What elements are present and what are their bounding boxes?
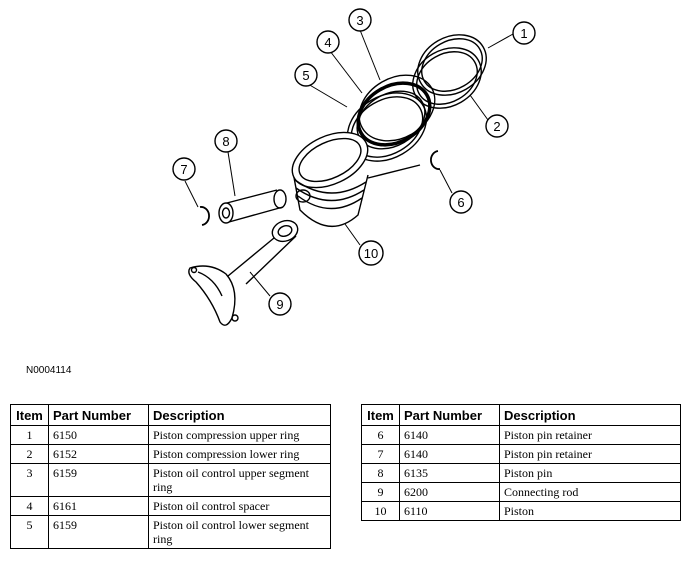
cell-item: 6 [361, 425, 400, 445]
cell-item: 9 [361, 482, 400, 502]
exploded-piston-diagram: 1 2 3 4 5 6 7 8 9 10 [172, 8, 536, 326]
svg-text:6: 6 [457, 195, 464, 210]
cell-item: 5 [10, 515, 49, 549]
leader-lines [184, 29, 514, 297]
table-row: 10 6110 Piston [361, 501, 681, 521]
cell-part-number: 6200 [399, 482, 500, 502]
table-header-row: Item Part Number Description [10, 404, 331, 426]
figure-code: N0004114 [26, 365, 72, 376]
table-row: 1 6150 Piston compression upper ring [10, 425, 331, 445]
callout-8: 8 [214, 129, 238, 153]
cell-item: 8 [361, 463, 400, 483]
pin-retainer-right [430, 150, 441, 170]
callout-4: 4 [316, 30, 340, 54]
cell-part-number: 6140 [399, 444, 500, 464]
callout-2: 2 [485, 114, 509, 138]
cell-item: 1 [10, 425, 49, 445]
table-row: 4 6161 Piston oil control spacer [10, 496, 331, 516]
svg-text:3: 3 [356, 13, 363, 28]
table-row: 5 6159 Piston oil control lower segment … [10, 515, 331, 549]
cell-description: Piston compression upper ring [148, 425, 331, 445]
pin-retainer-left [199, 206, 210, 226]
svg-text:5: 5 [302, 68, 309, 83]
header-part-number: Part Number [399, 404, 500, 426]
cell-item: 2 [10, 444, 49, 464]
cell-item: 4 [10, 496, 49, 516]
connecting-rod [188, 219, 299, 326]
svg-text:8: 8 [222, 134, 229, 149]
header-part-number: Part Number [48, 404, 149, 426]
header-item: Item [361, 404, 400, 426]
cell-part-number: 6110 [399, 501, 500, 521]
cell-item: 3 [10, 463, 49, 497]
cell-description: Piston pin retainer [499, 444, 681, 464]
cell-description: Piston oil control upper segment ring [148, 463, 331, 497]
cell-part-number: 6150 [48, 425, 149, 445]
header-description: Description [499, 404, 681, 426]
header-item: Item [10, 404, 49, 426]
table-row: 3 6159 Piston oil control upper segment … [10, 463, 331, 497]
cell-item: 7 [361, 444, 400, 464]
svg-text:10: 10 [364, 246, 378, 261]
oil-control-rings [346, 74, 436, 162]
table-header-row: Item Part Number Description [361, 404, 681, 426]
table-row: 2 6152 Piston compression lower ring [10, 444, 331, 464]
cell-part-number: 6161 [48, 496, 149, 516]
cell-item: 10 [361, 501, 400, 521]
cell-description: Piston pin [499, 463, 681, 483]
piston-pin [218, 189, 287, 224]
cell-description: Piston oil control lower segment ring [148, 515, 331, 549]
cell-part-number: 6140 [399, 425, 500, 445]
callout-9: 9 [268, 292, 292, 316]
cell-description: Piston compression lower ring [148, 444, 331, 464]
callout-10: 10 [358, 240, 384, 266]
svg-text:9: 9 [276, 297, 283, 312]
svg-text:4: 4 [324, 35, 331, 50]
callout-7: 7 [172, 157, 196, 181]
compression-rings [412, 34, 487, 109]
svg-text:1: 1 [520, 26, 527, 41]
callout-1: 1 [512, 21, 536, 45]
callout-6: 6 [449, 190, 473, 214]
cell-part-number: 6135 [399, 463, 500, 483]
table-row: 8 6135 Piston pin [361, 463, 681, 483]
table-row: 9 6200 Connecting rod [361, 482, 681, 502]
cell-part-number: 6152 [48, 444, 149, 464]
cell-description: Piston pin retainer [499, 425, 681, 445]
cell-part-number: 6159 [48, 463, 149, 497]
cell-part-number: 6159 [48, 515, 149, 549]
svg-text:7: 7 [180, 162, 187, 177]
callout-5: 5 [294, 63, 318, 87]
svg-text:2: 2 [493, 119, 500, 134]
parts-table-left: Item Part Number Description 1 6150 Pist… [10, 404, 331, 549]
table-row: 6 6140 Piston pin retainer [361, 425, 681, 445]
cell-description: Piston oil control spacer [148, 496, 331, 516]
cell-description: Piston [499, 501, 681, 521]
parts-table-right: Item Part Number Description 6 6140 Pist… [361, 404, 681, 521]
header-description: Description [148, 404, 331, 426]
cell-description: Connecting rod [499, 482, 681, 502]
piston [291, 131, 421, 228]
table-row: 7 6140 Piston pin retainer [361, 444, 681, 464]
callout-3: 3 [348, 8, 372, 32]
